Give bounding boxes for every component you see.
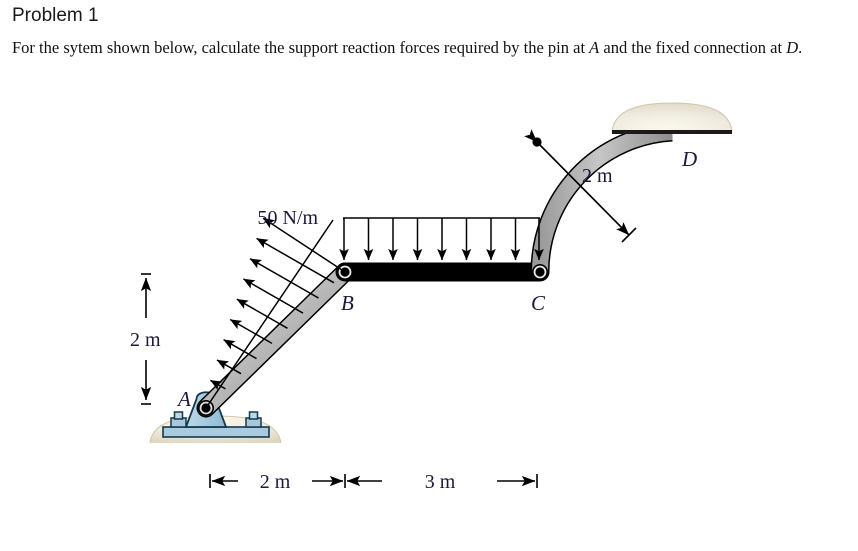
distributed-load-incline [205, 217, 346, 409]
horizontal-dimensions [209, 474, 538, 488]
vertical-dimension [140, 273, 152, 405]
prompt-text-part2: and the fixed [599, 38, 690, 57]
page-title: Problem 1 [12, 5, 99, 26]
figure-container: 50 N/m A B C D 2 m 2 m 2 m 3 m [0, 88, 858, 551]
load-magnitude-label: 50 N/m [257, 207, 318, 229]
fixed-support-d [611, 102, 733, 134]
label-point-c: C [531, 291, 546, 315]
label-point-b: B [341, 291, 354, 315]
member-cd-curved [530, 122, 673, 273]
vertical-dimension-label: 2 m [130, 329, 161, 351]
prompt-var-a: A [589, 38, 600, 57]
fixed-support-line [612, 130, 732, 134]
label-point-a: A [176, 387, 191, 411]
joint-c [531, 264, 548, 281]
member-ab [196, 262, 355, 418]
bolt-left-icon [170, 411, 187, 428]
distributed-load-span [339, 217, 544, 261]
horizontal-dimension-label-1: 2 m [260, 471, 291, 493]
radius-dimension-label: 2 m [582, 165, 613, 187]
radius-dimension [524, 129, 637, 243]
support-base-plate [162, 426, 270, 438]
prompt-var-d: D [786, 38, 799, 57]
prompt-text-part1: For the sytem shown below, calculate the… [12, 38, 590, 57]
horizontal-dimension-label-2: 3 m [425, 471, 456, 493]
label-point-d: D [681, 147, 697, 171]
bolt-right-icon [245, 411, 262, 428]
prompt-text-part4: . [798, 38, 803, 57]
statics-diagram: 50 N/m A B C D 2 m 2 m 2 m 3 m [130, 102, 733, 493]
prompt-text-part3: connection at [693, 38, 787, 57]
problem-statement: For the sytem shown below, calculate the… [12, 36, 852, 59]
